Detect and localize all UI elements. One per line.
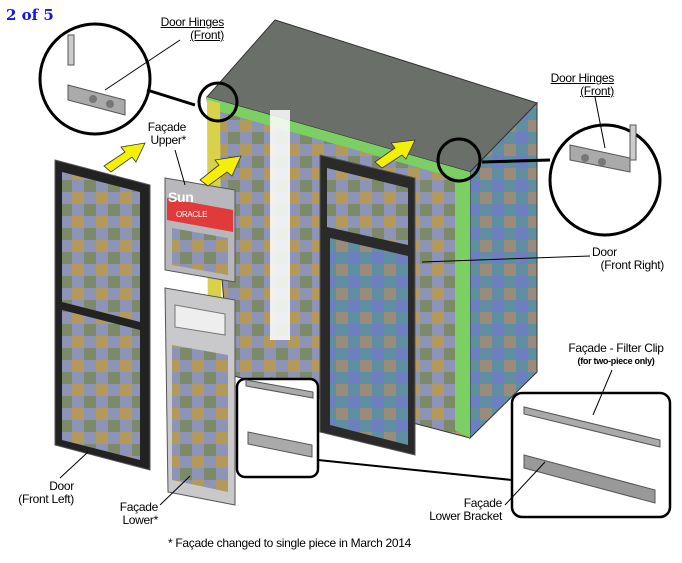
label-line: (Front Right) — [600, 258, 665, 272]
label-door-hinges-left: Door Hinges (Front) — [146, 15, 225, 42]
label-facade-lower: Façade Lower* — [100, 500, 159, 527]
arrow-icon — [199, 155, 242, 187]
label-line: Façade — [463, 496, 503, 510]
filter-clip-part — [523, 406, 661, 448]
label-door-hinges-right: Door Hinges (Front) — [536, 71, 615, 98]
facade-upper — [164, 177, 236, 283]
hinge-screw — [89, 95, 97, 103]
hinge-screw — [581, 154, 589, 162]
hinge-screw — [598, 158, 606, 166]
leader-line — [421, 255, 591, 263]
hinge-plate — [569, 144, 631, 173]
hinge-location-circle — [197, 81, 239, 123]
oracle-logo: ORACLE — [176, 210, 208, 219]
facade-lower-panel — [172, 345, 228, 492]
label-line: Door Hinges — [160, 15, 225, 29]
label-line: Upper* — [150, 133, 186, 147]
footnote: * Façade changed to single piece in Marc… — [168, 536, 412, 550]
door-panel — [327, 168, 408, 245]
inset-connector — [317, 459, 513, 481]
label-line: (for two-piece only) — [577, 356, 655, 366]
leader-line — [59, 451, 89, 479]
magnifier-circle — [548, 123, 662, 237]
label-line: (Front Left) — [18, 492, 74, 506]
leader-line — [504, 461, 546, 506]
leader-line — [592, 369, 613, 416]
arrow-icon — [103, 142, 146, 173]
lower-bracket-part — [247, 431, 313, 458]
facade-lower — [164, 287, 236, 506]
label-door-front-right: Door (Front Right) — [560, 246, 664, 272]
magnifier-circle — [38, 22, 152, 136]
magnifier-connector — [481, 158, 551, 164]
leader-line — [594, 96, 606, 149]
door-front-left — [54, 159, 151, 471]
leader-line — [159, 475, 191, 506]
label-line: (Front) — [580, 84, 614, 98]
label-lower-bracket: Façade Lower Bracket — [400, 497, 502, 523]
inset-large — [510, 391, 672, 519]
label-filter-clip: Façade - Filter Clip (for two-piece only… — [555, 342, 677, 368]
hinge-detail-right — [436, 123, 662, 237]
door-panel — [62, 310, 140, 460]
hinge-pin — [67, 34, 75, 66]
hinge-screw — [106, 100, 114, 108]
door-panel — [330, 238, 408, 445]
arrow-icon — [374, 139, 416, 169]
label-line: Façade — [119, 500, 159, 514]
label-line: Lower Bracket — [429, 509, 502, 523]
hinge-location-circle — [436, 137, 482, 183]
page-indicator: 2 of 5 — [6, 6, 54, 24]
hinge-detail-left — [38, 22, 239, 136]
door-panel — [62, 172, 140, 322]
lower-bracket-part — [523, 454, 656, 504]
leader-line — [174, 149, 186, 186]
door-front-right — [319, 154, 416, 456]
label-line: Façade — [147, 120, 187, 134]
frame-right-post — [455, 172, 470, 438]
filter-clip-part — [245, 379, 314, 399]
label-line: Lower* — [122, 513, 158, 527]
hinge-pin — [629, 124, 637, 161]
magnifier-connector — [146, 88, 196, 107]
leader-line — [104, 39, 181, 91]
label-line: Façade - Filter Clip — [568, 341, 664, 355]
oracle-band — [167, 198, 233, 232]
label-facade-upper: Façade Upper* — [130, 120, 187, 147]
label-line: Door — [592, 245, 617, 259]
label-line: Door — [49, 479, 74, 493]
facade-upper-panel — [172, 228, 228, 275]
label-line: Door Hinges — [550, 71, 615, 85]
label-line: (Front) — [190, 28, 224, 42]
inset-small — [235, 377, 513, 481]
label-door-front-left: Door (Front Left) — [4, 480, 74, 506]
cabinet-opening — [270, 110, 290, 340]
sun-logo: Sun — [168, 189, 194, 205]
leader-lines — [59, 39, 613, 506]
facade-lower-window — [174, 304, 226, 336]
